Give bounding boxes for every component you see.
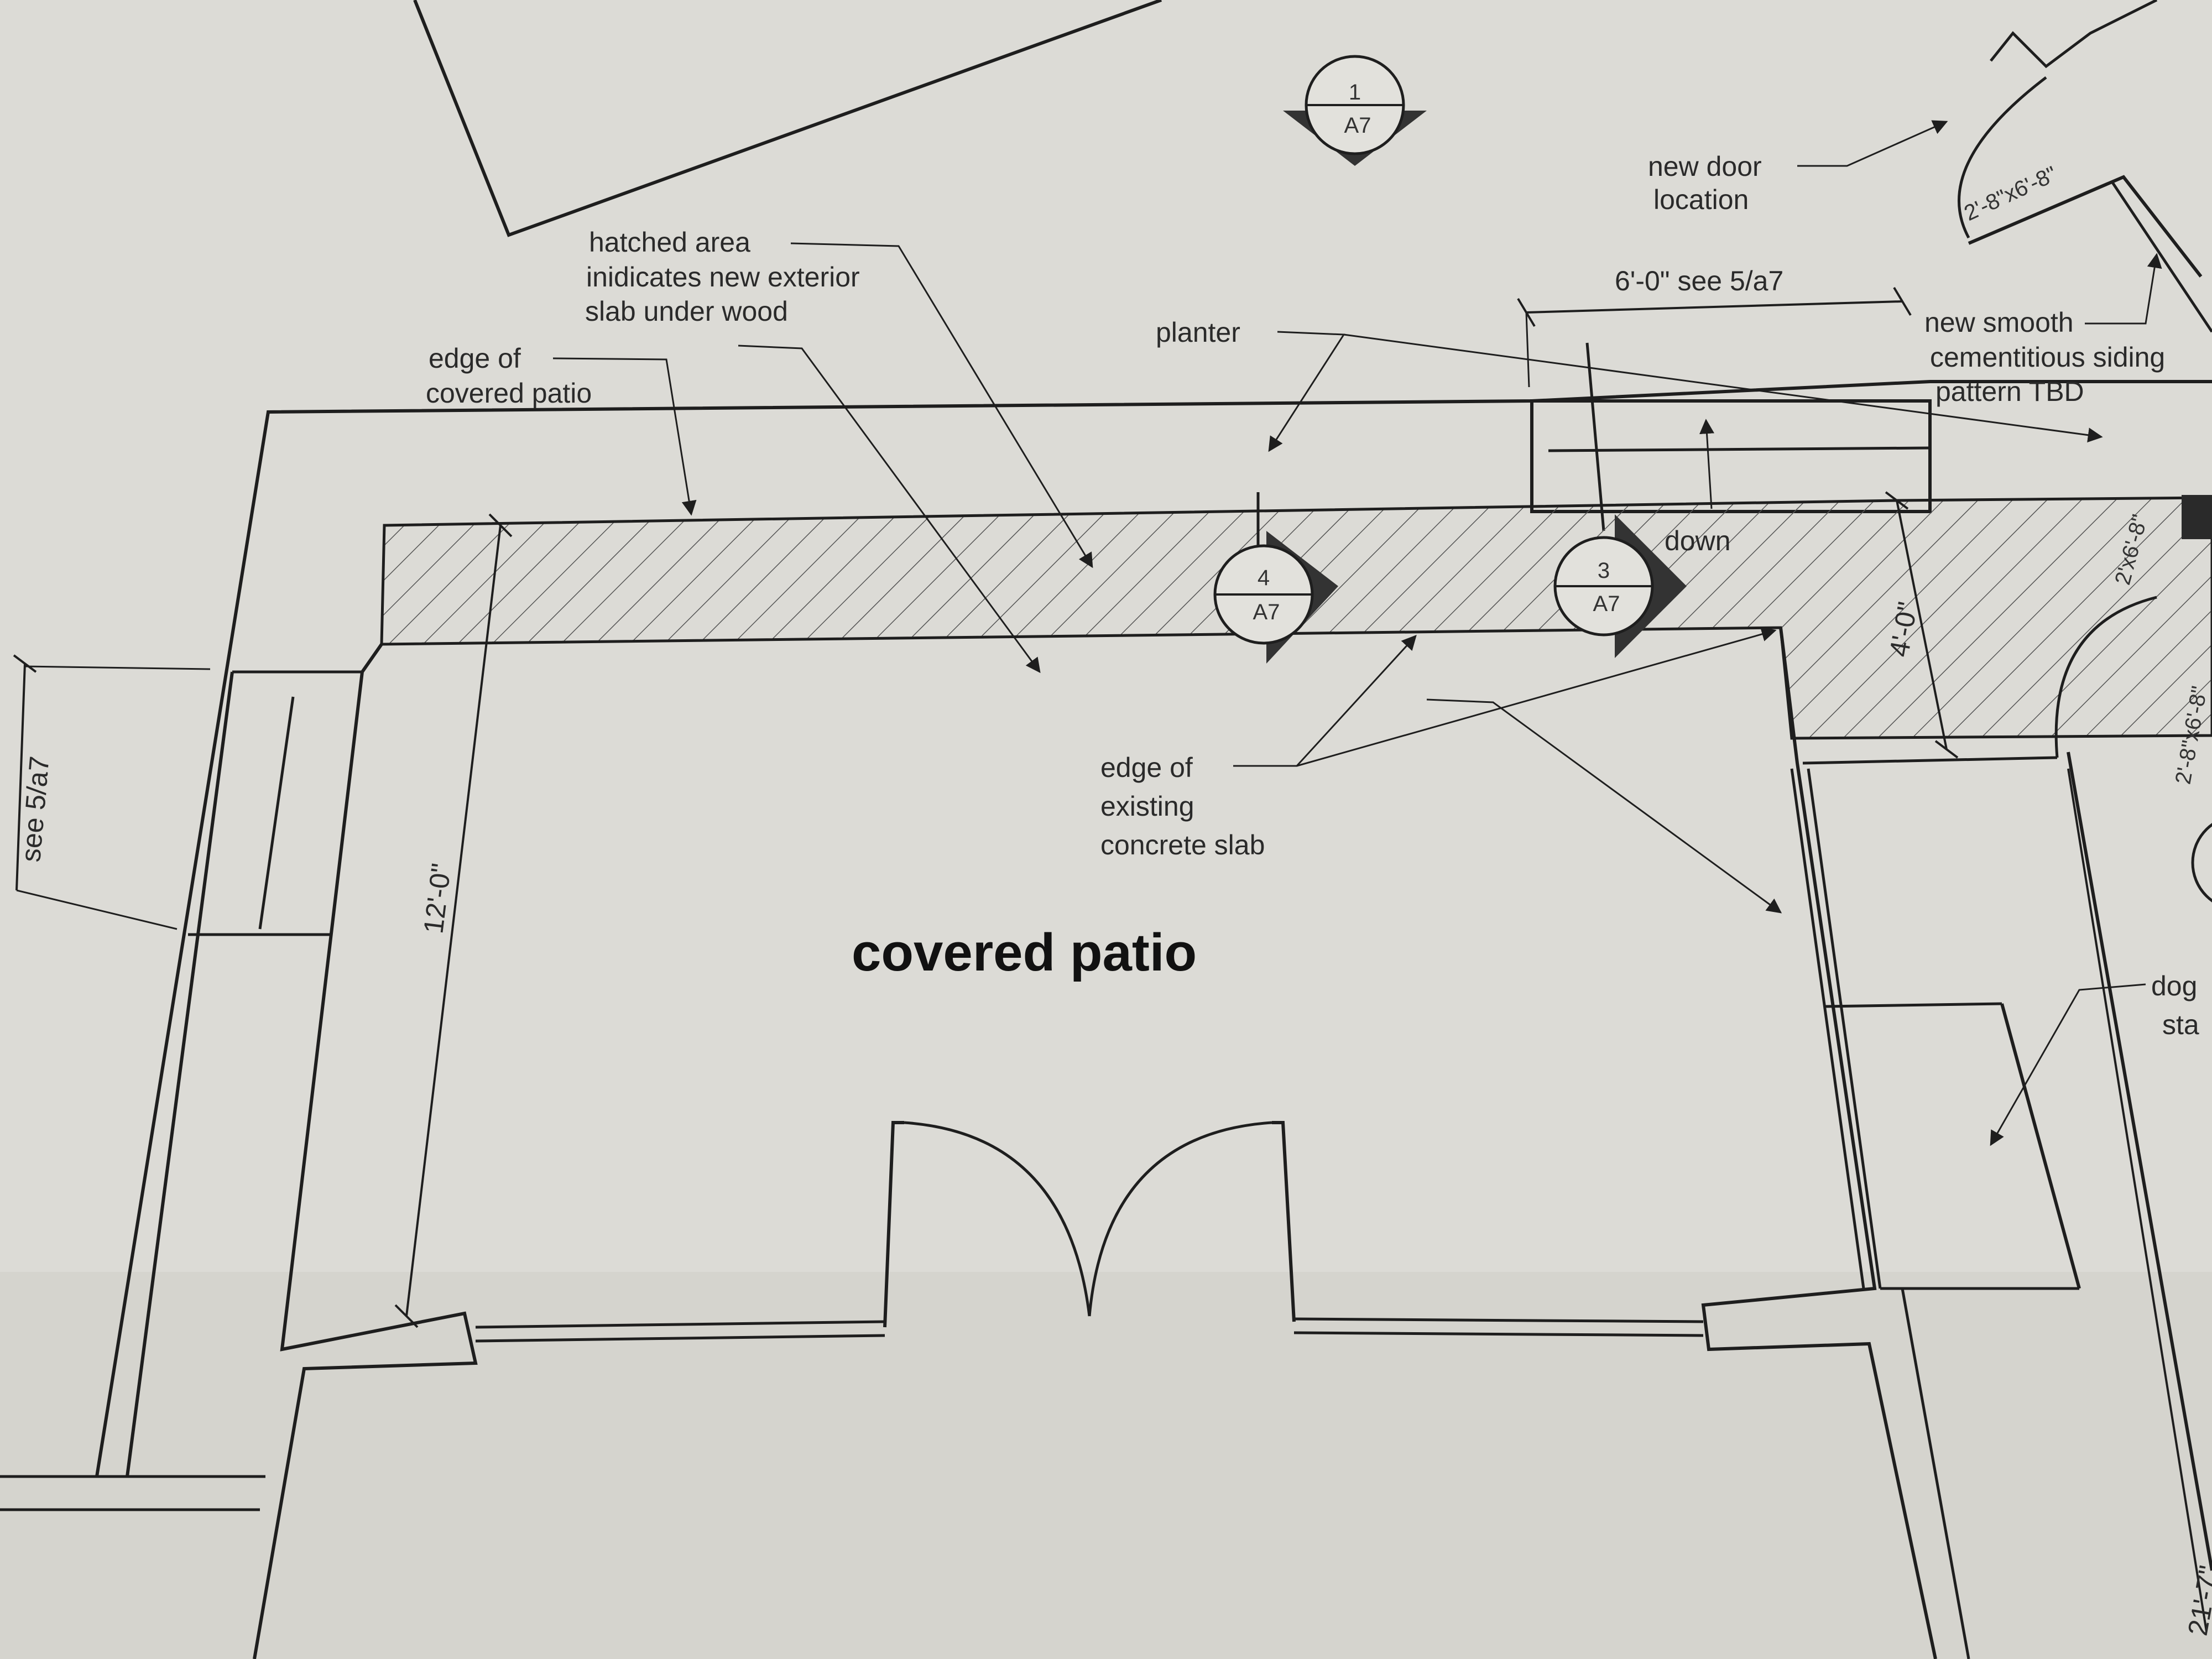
note-edge-existing-slab-line-1: edge of <box>1100 752 1193 783</box>
right-hall-line <box>1802 756 2058 765</box>
right-room-vertical <box>1901 1288 1970 1659</box>
dim-slab-tick-top <box>1885 491 1909 510</box>
dim-top-width: 6'-0" see 5/a7 <box>1615 265 1783 296</box>
note-planter: planter <box>1156 317 1240 348</box>
planter-vertical <box>1585 342 1605 531</box>
section-marker-1: 1 A7 <box>1283 55 1427 166</box>
dim-slab-depth-line <box>1896 500 1948 750</box>
right-door-swing <box>2054 596 2157 758</box>
note-new-door-line-2: location <box>1653 184 1749 215</box>
top-right-walls <box>1968 175 2203 278</box>
top-right-door-swing <box>1958 76 2047 239</box>
dim-patio-tick-top <box>488 513 513 538</box>
leader-new-door <box>1797 120 1948 167</box>
leader-hatched-area <box>790 242 1093 568</box>
note-siding-line-1: new smooth <box>1924 307 2074 338</box>
patio-left-window-a <box>258 696 295 930</box>
bottom-window-left-2 <box>475 1334 885 1343</box>
leader-edge-covered-patio <box>552 357 697 516</box>
note-hatched-area-line-1: hatched area <box>589 227 750 258</box>
note-new-door: new door location <box>1648 151 1762 215</box>
bottom-window-right-2 <box>1293 1331 1704 1337</box>
top-right-angled <box>2111 181 2212 333</box>
right-room-wall <box>2000 1003 2081 1289</box>
paper-shadow <box>0 1272 2212 1659</box>
door-jamb-left <box>883 1121 904 1328</box>
section-marker-1-sheet: A7 <box>1344 113 1371 138</box>
right-outer-wall <box>2067 752 2212 1571</box>
planter-inner-line <box>1548 446 1931 452</box>
section-marker-3: 3 A7 <box>1553 514 1687 658</box>
angled-wall <box>413 0 1162 237</box>
note-new-door-line-1: new door <box>1648 151 1762 182</box>
room-label-covered-patio: covered patio <box>852 923 1197 982</box>
note-siding-line-3: pattern TBD <box>1936 376 2084 407</box>
note-edge-covered-patio-line-1: edge of <box>429 343 521 374</box>
note-dog-line-1: dog <box>2151 971 2197 1001</box>
dim-slab-tick-bottom <box>1934 740 1959 759</box>
right-room-top <box>1824 1002 2002 1008</box>
leader-existing-slab-c <box>1426 698 1782 914</box>
section-marker-4-sheet: A7 <box>1253 600 1280 624</box>
dim-left-ext-bottom <box>16 889 178 930</box>
right-window-b <box>1807 768 1882 1289</box>
right-window-a <box>1790 768 1865 1289</box>
note-edge-covered-patio-line-2: covered patio <box>426 378 592 409</box>
note-hatched-area-line-2: inidicates new exterior <box>586 262 860 293</box>
right-edge-marker <box>2191 823 2212 902</box>
dim-left-line <box>15 663 26 891</box>
leader-siding <box>2085 253 2162 325</box>
dim-left-tick <box>13 654 37 673</box>
bottom-window-left <box>475 1320 885 1329</box>
door-swing-left <box>904 1121 1091 1317</box>
dim-left-ext-top <box>24 665 211 670</box>
bottom-window-right <box>1293 1317 1704 1323</box>
leader-existing-slab-b <box>1296 627 1777 767</box>
note-edge-existing-slab-line-3: concrete slab <box>1100 830 1265 860</box>
section-marker-3-sheet: A7 <box>1593 592 1620 616</box>
right-edge-block <box>2182 495 2212 539</box>
dim-patio-depth-line <box>405 525 502 1317</box>
section-marker-1-number: 1 <box>1349 80 1361 105</box>
note-edge-existing-slab-line-2: existing <box>1100 791 1194 822</box>
section-marker-4: 4 A7 <box>1213 492 1338 664</box>
note-hatched-area-line-3: slab under wood <box>585 296 788 327</box>
note-dog: dog sta <box>2151 971 2199 1040</box>
door-jamb-right <box>1272 1121 1296 1322</box>
section-marker-3-number: 3 <box>1598 559 1610 583</box>
leader-hatched-area-2 <box>738 345 1041 674</box>
leader-dog <box>1990 983 2146 1146</box>
patio-far-left-wall <box>126 671 234 1477</box>
section-marker-4-number: 4 <box>1258 566 1270 590</box>
note-down: down <box>1665 525 1731 556</box>
dim-top-width-line <box>1526 300 1903 314</box>
note-siding-line-2: cementitious siding <box>1930 342 2165 373</box>
note-edge-covered-patio: edge of covered patio <box>426 343 592 409</box>
dim-right-line <box>2067 768 2208 1632</box>
top-right-upper <box>1990 0 2158 69</box>
leader-planter-b <box>1343 333 2103 443</box>
note-hatched-area: hatched area inidicates new exterior sla… <box>585 227 860 327</box>
dim-top-tick-right <box>1893 286 1912 316</box>
dim-top-ext-left <box>1525 312 1530 388</box>
note-dog-line-2: sta <box>2162 1009 2199 1040</box>
door-swing-right <box>1088 1121 1272 1317</box>
note-siding: new smooth cementitious siding pattern T… <box>1924 307 2165 407</box>
dim-patio-tick-bottom <box>394 1304 419 1328</box>
note-edge-existing-slab: edge of existing concrete slab <box>1100 752 1265 860</box>
leader-down <box>1699 419 1714 509</box>
patio-right-wall <box>1701 627 1937 1659</box>
